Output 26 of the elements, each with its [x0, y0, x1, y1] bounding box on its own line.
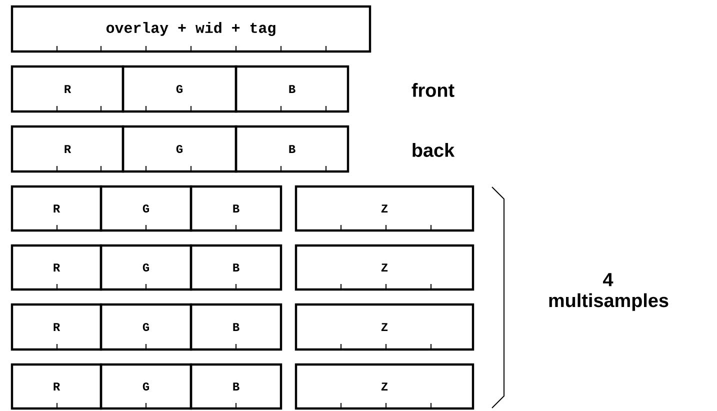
register-cell: G [122, 125, 238, 173]
side-label: 4 multisamples [549, 273, 668, 311]
register-cell: B [234, 125, 350, 173]
register-cell: R [10, 363, 102, 410]
register-cell: overlay + wid + tag [10, 5, 372, 53]
register-cell: B [190, 303, 282, 351]
register-cell: R [10, 65, 124, 113]
register-cell: B [190, 185, 282, 232]
register-cell: Z [294, 185, 474, 232]
side-label: front [412, 83, 454, 97]
register-cell: G [100, 185, 192, 232]
register-cell: G [100, 303, 192, 351]
register-cell: R [10, 244, 102, 291]
register-cell: Z [294, 303, 474, 351]
register-cell: B [190, 244, 282, 291]
register-cell: G [100, 363, 192, 410]
register-cell: Z [294, 363, 474, 410]
register-cell: G [100, 244, 192, 291]
register-cell: B [190, 363, 282, 410]
register-cell: Z [294, 244, 474, 291]
side-label: back [412, 143, 455, 157]
register-cell: R [10, 303, 102, 351]
register-cell: R [10, 185, 102, 232]
register-cell: R [10, 125, 124, 173]
register-cell: B [234, 65, 350, 113]
register-cell: G [122, 65, 238, 113]
